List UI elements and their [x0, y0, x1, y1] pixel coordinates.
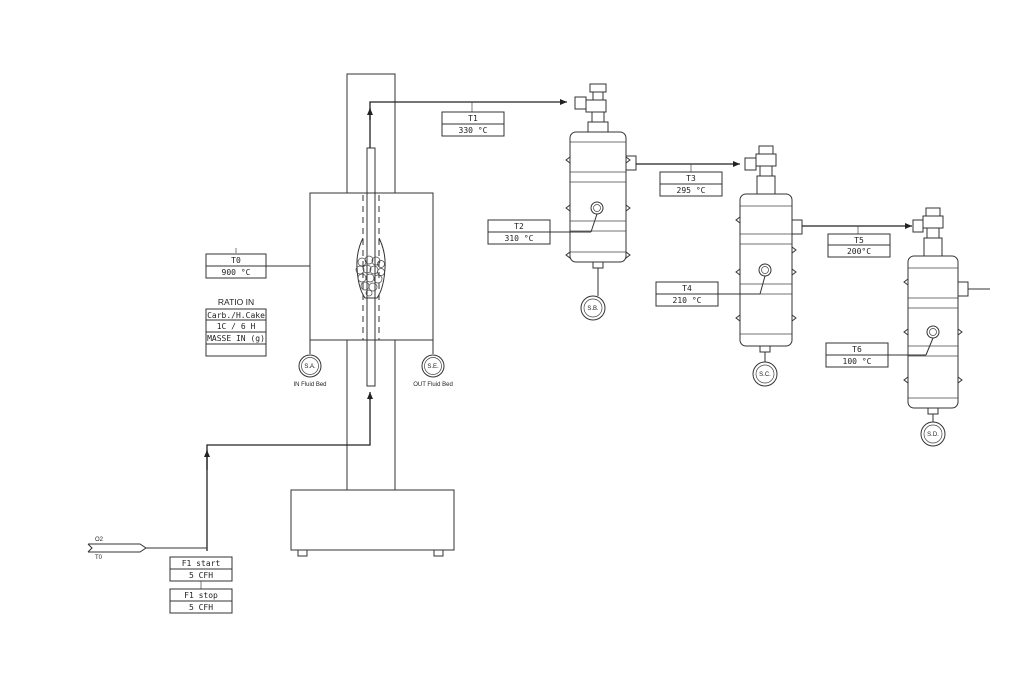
svg-text:S.A.: S.A. — [304, 364, 316, 370]
condenser-b — [565, 83, 637, 296]
flow-start-value: 5 CFH — [189, 571, 213, 580]
flow-stop-value: 5 CFH — [189, 603, 213, 612]
inlet-flow-line — [206, 396, 371, 551]
in-fluid-bed-label: IN Fluid Bed — [293, 382, 326, 388]
flow-start-label: F1 start — [182, 559, 221, 568]
t1-value: 330 °C — [459, 126, 488, 135]
reactor — [204, 73, 567, 557]
flow-start: F1 start 5 CFH — [169, 556, 233, 589]
t4-label: T4 — [682, 284, 692, 293]
furnace-box — [309, 192, 434, 341]
t1-label: T1 — [468, 114, 478, 123]
sample-sd: S.D. — [920, 421, 946, 447]
t3-gauge: T3 295 °C — [659, 164, 723, 197]
t5-gauge: T5 200°C — [827, 226, 891, 258]
condenser-c — [735, 145, 803, 362]
t6-label: T6 — [852, 345, 862, 354]
t1-gauge: T1 330 °C — [441, 102, 505, 137]
flow-stop: F1 stop 5 CFH — [169, 588, 233, 614]
inlet-tag: T0 — [95, 555, 103, 561]
sample-sb: S.B. — [580, 295, 606, 321]
sample-se: S.E. OUT Fluid Bed — [413, 354, 453, 388]
t0-gauge: T0 900 °C — [205, 248, 310, 279]
inlet-gas: O2 — [95, 537, 104, 543]
t6-value: 100 °C — [843, 357, 872, 366]
flow-stop-label: F1 stop — [184, 591, 218, 600]
condenser-d — [903, 207, 990, 422]
t0-label: T0 — [231, 256, 241, 265]
svg-text:S.E.: S.E. — [427, 364, 439, 370]
outlet-flow-line — [369, 99, 567, 148]
t5-label: T5 — [854, 236, 864, 245]
svg-text:S.D.: S.D. — [927, 432, 939, 438]
t4-value: 210 °C — [673, 296, 702, 305]
base-foot-right — [433, 549, 444, 557]
ratio-row2: 1C / 6 H — [217, 322, 256, 331]
base-foot-left — [297, 549, 308, 557]
t2-value: 310 °C — [505, 234, 534, 243]
gas-inlet: O2 T0 — [87, 537, 207, 561]
ratio-row3: MASSE IN (g) — [207, 334, 265, 343]
t3-label: T3 — [686, 174, 696, 183]
t0-value: 900 °C — [222, 268, 251, 277]
t2-label: T2 — [514, 222, 524, 231]
ratio-title: RATIO IN — [218, 297, 254, 307]
fluid-bed — [355, 237, 386, 299]
out-fluid-bed-label: OUT Fluid Bed — [413, 382, 453, 388]
ratio-table: RATIO IN Carb./H.Cake 1C / 6 H MASSE IN … — [205, 297, 267, 357]
t3-value: 295 °C — [677, 186, 706, 195]
sample-sc: S.C. — [752, 361, 778, 387]
svg-text:S.C.: S.C. — [759, 372, 771, 378]
t2-gauge: T2 310 °C — [487, 213, 598, 245]
reactor-inner-tube — [366, 147, 376, 387]
t6-gauge: T6 100 °C — [825, 337, 934, 368]
reactor-base — [290, 489, 455, 551]
t4-gauge: T4 210 °C — [655, 275, 766, 307]
svg-text:S.B.: S.B. — [587, 306, 599, 312]
ratio-row1: Carb./H.Cake — [207, 311, 265, 320]
t5-value: 200°C — [847, 247, 871, 256]
sample-sa: S.A. IN Fluid Bed — [293, 354, 327, 388]
